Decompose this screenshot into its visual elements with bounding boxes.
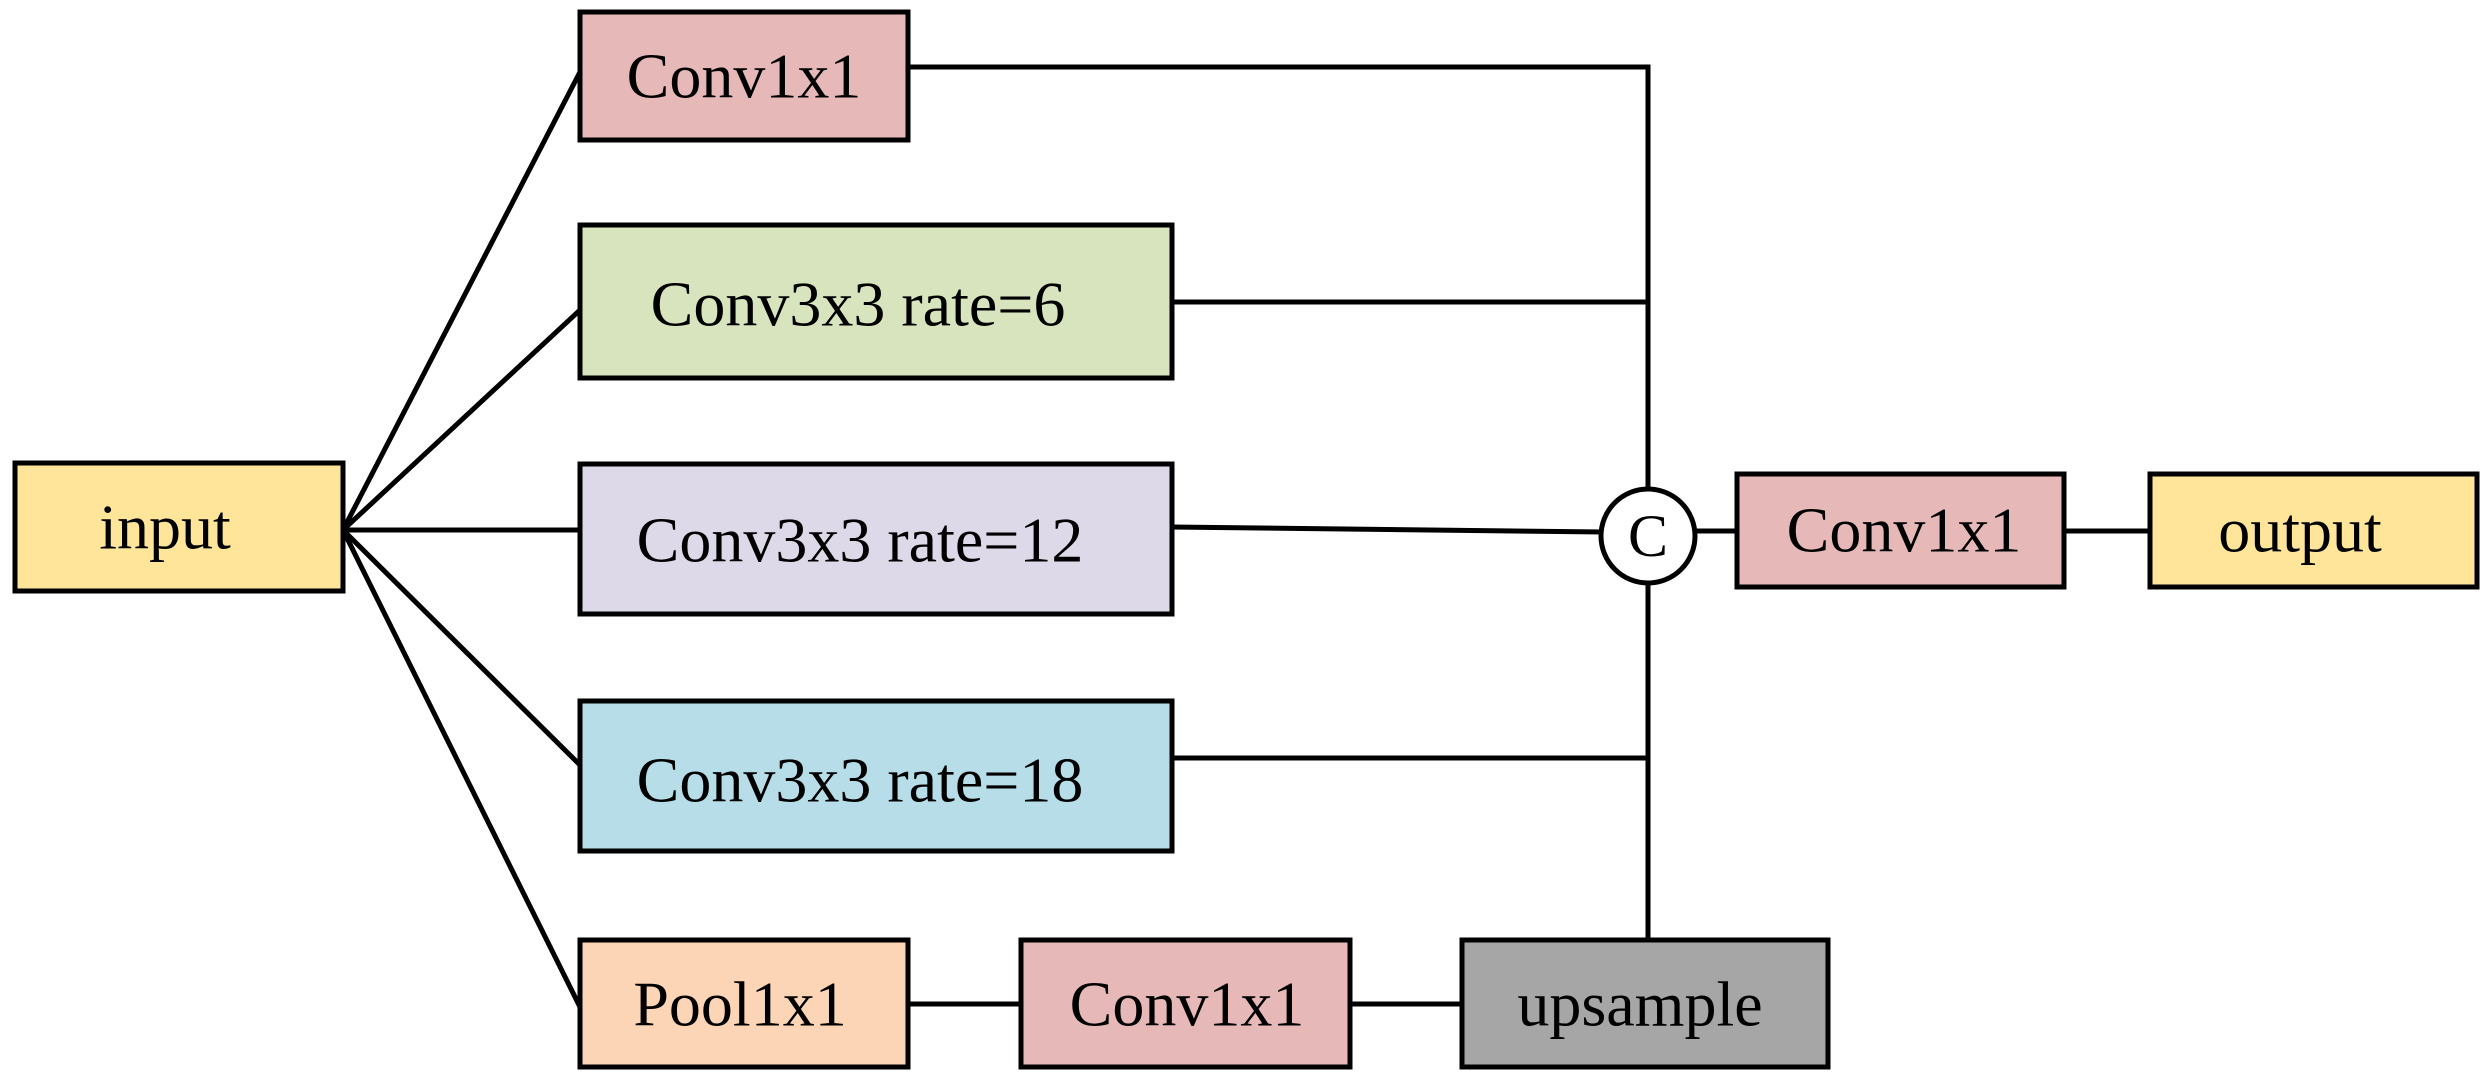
node-upsample-box <box>1459 937 1831 1070</box>
edge-input-pool1x1 <box>339 526 584 1011</box>
node-conv3x3-rate18-box <box>577 698 1175 854</box>
node-conv1x1-pool-box <box>1018 937 1353 1070</box>
node-pool1x1-box <box>577 937 911 1070</box>
node-output-box <box>2147 471 2480 590</box>
node-conv1x1-top-box <box>577 9 911 143</box>
node-conv1x1-pool-label: Conv1x1 <box>1070 969 1305 1040</box>
node-pool1x1-label: Pool1x1 <box>633 969 846 1040</box>
node-conv1x1-out: Conv1x1 <box>1734 471 2067 590</box>
node-conv3x3-rate12-box <box>577 461 1175 617</box>
node-conv3x3-rate18: Conv3x3 rate=18 <box>577 698 1175 854</box>
edge-conv3x3-r12-concat <box>1169 524 1604 535</box>
edge-input-conv3x3-r6 <box>339 306 584 534</box>
node-conv1x1-out-box <box>1734 471 2067 590</box>
node-input: input <box>12 460 346 594</box>
concat-circle <box>1598 486 1698 586</box>
node-upsample: upsample <box>1459 937 1831 1070</box>
node-conv1x1-top-label: Conv1x1 <box>627 41 862 112</box>
node-conv3x3-rate6: Conv3x3 rate=6 <box>577 222 1175 381</box>
edges <box>339 64 2153 1011</box>
concat-node: C <box>1598 486 1698 586</box>
node-output-label: output <box>2218 495 2382 566</box>
node-conv3x3-rate6-box <box>577 222 1175 381</box>
node-input-label: input <box>99 492 231 563</box>
node-upsample-label: upsample <box>1517 969 1762 1040</box>
node-output: output <box>2147 471 2480 590</box>
edge-input-conv3x3-r18 <box>339 526 584 769</box>
edge-input-conv1x1-top <box>339 68 584 534</box>
node-conv3x3-rate12: Conv3x3 rate=12 <box>577 461 1175 617</box>
node-conv3x3-rate12-label: Conv3x3 rate=12 <box>637 505 1084 576</box>
node-input-box <box>12 460 346 594</box>
node-conv1x1-out-label: Conv1x1 <box>1787 495 2022 566</box>
node-conv3x3-rate6-label: Conv3x3 rate=6 <box>651 269 1066 340</box>
edge-conv1x1-top-concat <box>905 64 1651 504</box>
node-conv3x3-rate18-label: Conv3x3 rate=18 <box>637 745 1084 816</box>
node-conv1x1-top: Conv1x1 <box>577 9 911 143</box>
node-pool1x1: Pool1x1 <box>577 937 911 1070</box>
concat-label: C <box>1628 503 1668 569</box>
node-conv1x1-pool: Conv1x1 <box>1018 937 1353 1070</box>
